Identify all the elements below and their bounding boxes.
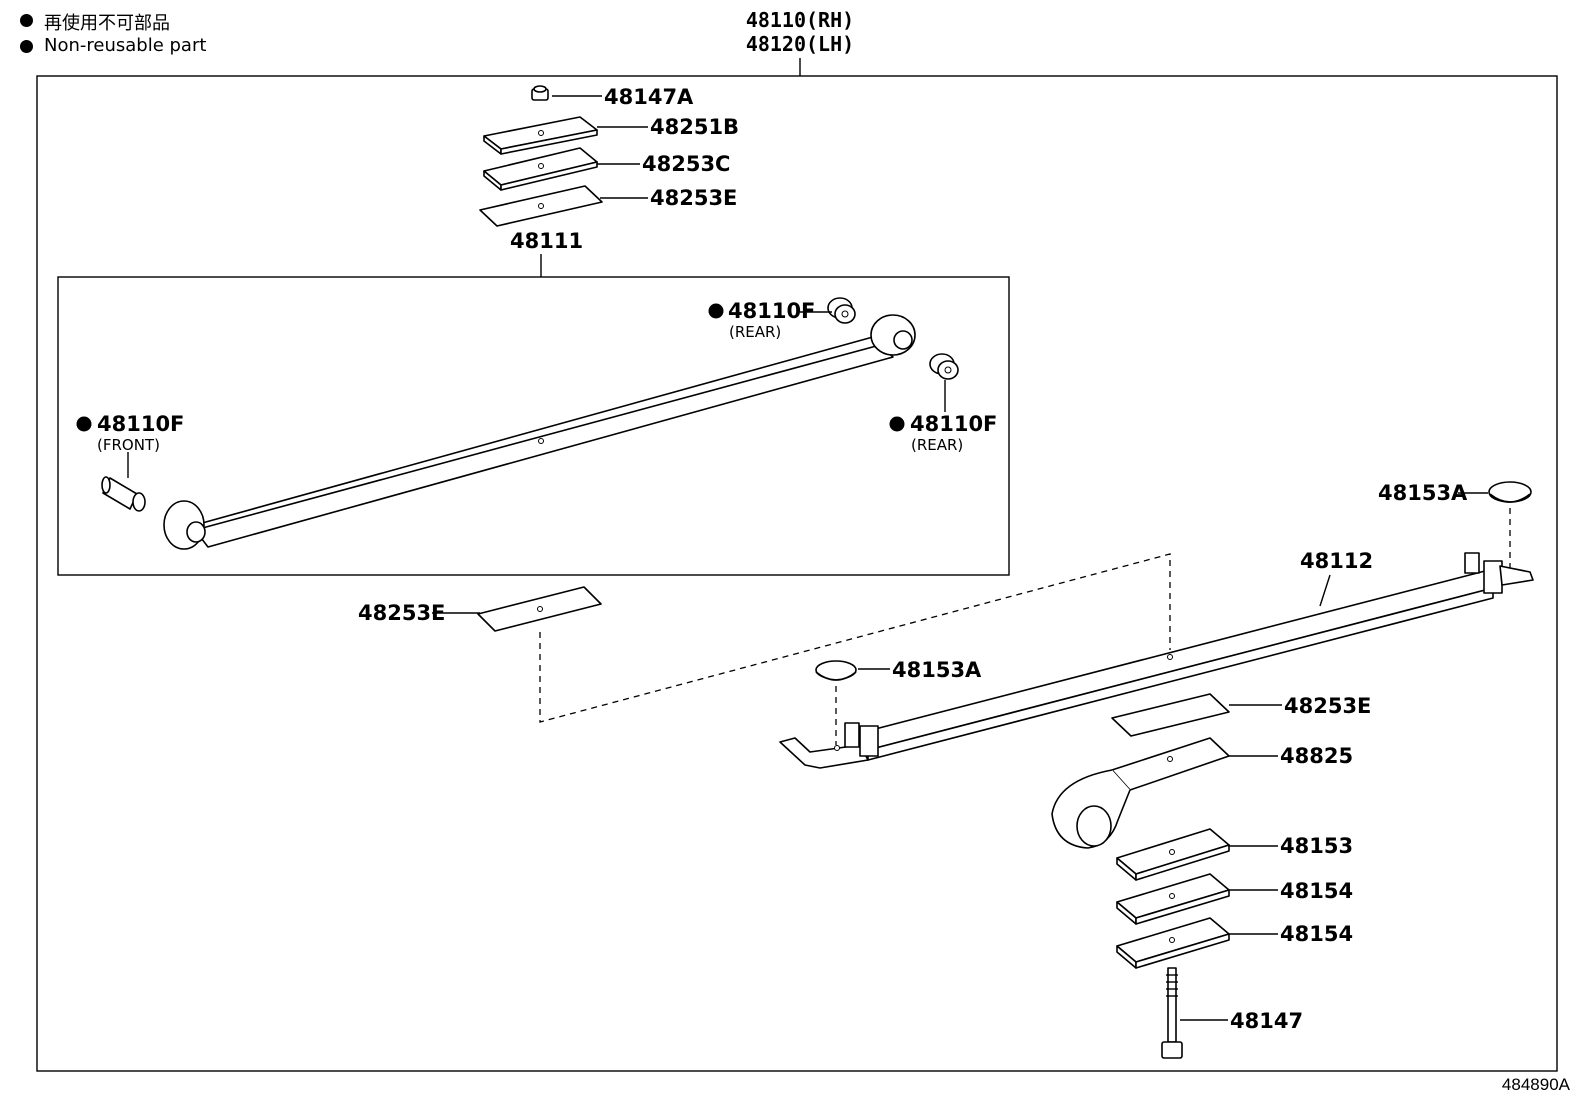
bolt-48147-icon: [1161, 967, 1183, 1059]
bushing-front-icon: [101, 476, 146, 512]
label-48153: 48153: [1280, 834, 1353, 858]
non-reusable-bullet-icon: [76, 416, 92, 432]
label-48147: 48147: [1230, 1009, 1303, 1033]
assembly-lh-label: 48120(LH): [745, 32, 855, 56]
label-48153a-left: 48153A: [892, 658, 982, 682]
label-48111: 48111: [510, 229, 583, 253]
label-48154-upper: 48154: [1280, 879, 1353, 903]
plate-48251b-icon: [483, 116, 598, 155]
legend-text-en: Non-reusable part: [44, 35, 207, 56]
label-48110f-rear: 48110F: [910, 412, 997, 436]
cap-48153a-right-icon: [1488, 481, 1532, 503]
plate-48253e-right-icon: [1111, 693, 1230, 737]
plate-48253c-icon: [483, 147, 598, 191]
bushing-rear-icon: [929, 353, 959, 380]
non-reusable-bullet-icon: [708, 303, 724, 319]
label-48110f-rear-top: 48110F: [728, 299, 815, 323]
label-48253c: 48253C: [642, 152, 730, 176]
non-reusable-bullet-icon: [889, 416, 905, 432]
figure-code: 484890A: [1501, 1075, 1570, 1094]
label-48147a: 48147A: [604, 85, 694, 109]
helper-spring-48825-icon: [1051, 737, 1230, 849]
label-48153a-right: 48153A: [1378, 481, 1468, 505]
note-rear-top: (REAR): [729, 323, 781, 341]
non-reusable-bullet-icon: [20, 14, 33, 27]
pad-48154-upper-icon: [1116, 873, 1230, 925]
pad-48154-lower-icon: [1116, 917, 1230, 969]
label-48110f-front: 48110F: [97, 412, 184, 436]
legend-text-jp: 再使用不可部品: [44, 13, 170, 34]
main-leaf-subassembly-frame: [57, 276, 1010, 576]
assembly-rh-label: 48110(RH): [745, 8, 855, 32]
second-leaf-spring-icon: [779, 552, 1534, 769]
label-48154-lower: 48154: [1280, 922, 1353, 946]
label-48825: 48825: [1280, 744, 1353, 768]
label-48253e-mid: 48253E: [358, 601, 445, 625]
label-48112: 48112: [1300, 549, 1373, 573]
label-48251b: 48251B: [650, 115, 739, 139]
nut-48147a-icon: [531, 85, 549, 101]
cap-48153a-left-icon: [815, 660, 857, 681]
bushing-rear-top-icon: [827, 297, 856, 324]
assembly-part-numbers: 48110(RH) 48120(LH): [720, 8, 880, 56]
pad-48153-icon: [1116, 828, 1230, 881]
assembly-frame: [36, 75, 1558, 1072]
note-rear: (REAR): [911, 436, 963, 454]
plate-48253e-top-icon: [479, 185, 603, 227]
alignment-dashed-line: [539, 553, 1171, 723]
label-48253e-top: 48253E: [650, 186, 737, 210]
label-48253e-right: 48253E: [1284, 694, 1371, 718]
plate-48253e-mid-icon: [477, 586, 602, 632]
note-front: (FRONT): [97, 436, 160, 454]
main-leaf-spring-icon: [163, 314, 916, 550]
non-reusable-bullet-icon: [20, 40, 33, 53]
